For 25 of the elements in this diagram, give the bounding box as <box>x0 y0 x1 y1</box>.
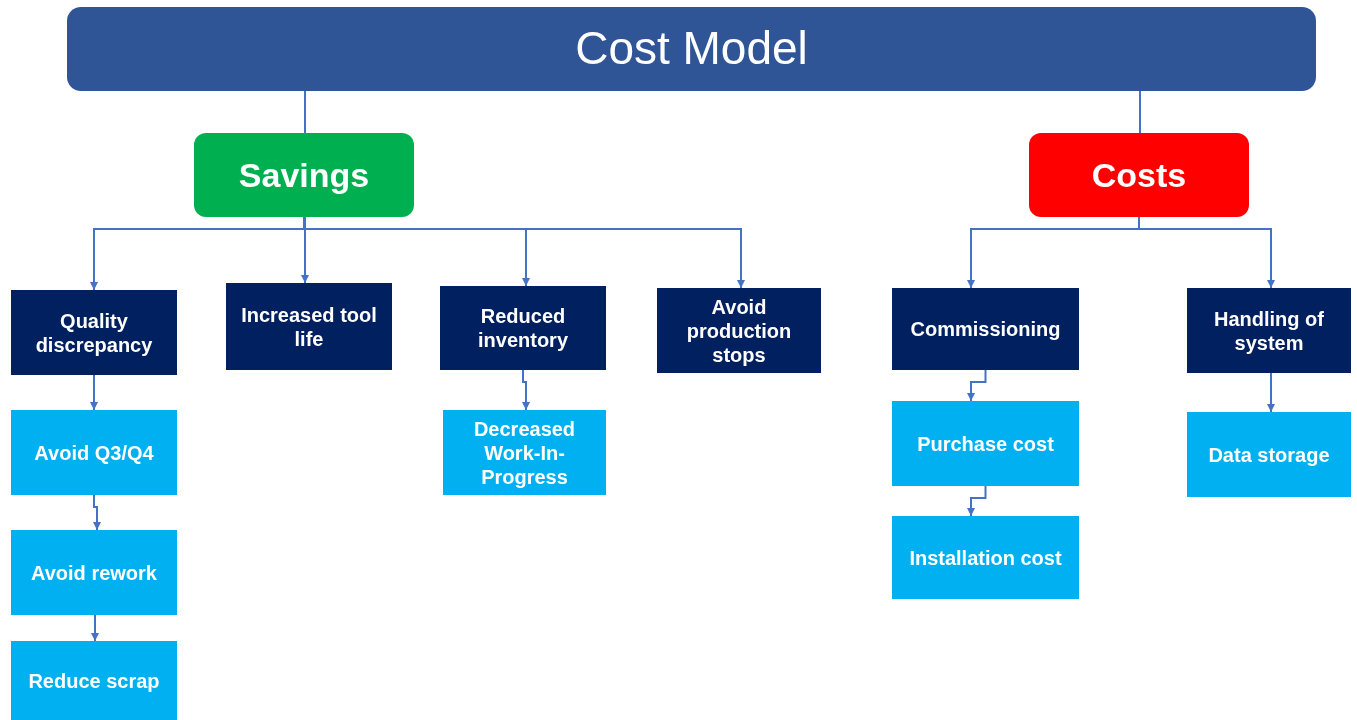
title-bar: Cost Model <box>67 7 1316 91</box>
sub-factor-box: Purchase cost <box>892 401 1079 486</box>
connector-arrow <box>1267 372 1275 413</box>
sub-factor-box: Data storage <box>1187 412 1351 497</box>
connector-arrow <box>90 374 98 411</box>
category-box: Costs <box>1029 133 1249 217</box>
sub-factor-box: Avoid rework <box>11 530 177 615</box>
sub-factor-box: Reduce scrap <box>11 641 177 720</box>
connector-arrow <box>967 485 987 517</box>
connector-arrow <box>91 614 99 642</box>
connector-arrow <box>301 216 309 284</box>
sub-factor-box: Avoid Q3/Q4 <box>11 410 177 495</box>
connector-arrow <box>522 369 530 411</box>
factor-box: Reduced inventory <box>440 286 606 370</box>
sub-factor-box: Decreased Work-In-Progress <box>443 410 606 495</box>
connector-arrow <box>93 494 101 531</box>
factor-box: Avoid production stops <box>657 288 821 373</box>
factor-box: Handling of system <box>1187 288 1351 373</box>
connector-arrow <box>1138 216 1275 289</box>
factor-box: Quality discrepancy <box>11 290 177 375</box>
category-box: Savings <box>194 133 414 217</box>
sub-factor-box: Installation cost <box>892 516 1079 599</box>
factor-box: Increased tool life <box>226 283 392 370</box>
factor-box: Commissioning <box>892 288 1079 370</box>
connector-arrow <box>967 369 987 402</box>
